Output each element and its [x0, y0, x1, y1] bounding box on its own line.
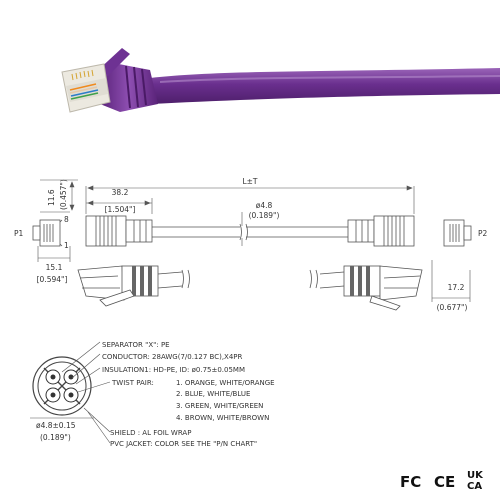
- callout-leaders: [61, 341, 111, 444]
- separator-spec: SEPARATOR "X": PE: [102, 341, 170, 349]
- dimension-lines: [37, 179, 471, 302]
- jacket-spec: PVC JACKET: COLOR SEE THE "P/N CHART": [110, 440, 257, 448]
- pair-3: 3. GREEN, WHITE/GREEN: [176, 402, 263, 410]
- fc-mark: FC: [400, 473, 421, 491]
- product-photo: [61, 48, 500, 113]
- plug-length-mm: 38.2: [112, 188, 129, 197]
- twist-pair-label: TWIST PAIR:: [111, 379, 154, 387]
- pin-1-label: 1: [64, 241, 69, 250]
- wire-pins: [69, 83, 99, 100]
- pair-1: 1. ORANGE, WHITE/ORANGE: [176, 379, 275, 387]
- top-view-drawing: [32, 215, 472, 247]
- shield-spec: SHIELD : AL FOIL WRAP: [110, 429, 191, 437]
- cable-cross-section: [30, 356, 94, 419]
- certification-marks: FC CE UK CA: [400, 470, 484, 492]
- gold-contacts: [71, 69, 94, 81]
- cable-dia-mm: ø4.8: [256, 201, 273, 210]
- ce-mark: CE: [434, 473, 455, 491]
- section-diameter-mm: ø4.8±0.15: [36, 421, 76, 430]
- length-label: L±T: [242, 177, 257, 186]
- ukca-mark-bottom: CA: [467, 481, 482, 492]
- plug-height-in: (0.457"): [59, 179, 68, 210]
- ukca-mark-top: UK: [467, 470, 484, 481]
- plug-width-in: [0.594"]: [37, 275, 68, 284]
- pair-2: 2. BLUE, WHITE/BLUE: [176, 390, 250, 398]
- pair-4: 4. BROWN, WHITE/BROWN: [176, 414, 269, 422]
- left-plug-contacts: [43, 224, 54, 242]
- boot-ribs: [125, 65, 147, 109]
- break-mark-left: [239, 223, 248, 241]
- right-plug-head: [443, 219, 465, 247]
- right-boot: [347, 219, 375, 243]
- right-plug-body: [373, 215, 415, 247]
- plug-length-in: [1.504"]: [105, 205, 136, 214]
- insulation-spec: INSULATION1: HD-PE, ID: ø0.75±0.05MM: [102, 366, 245, 374]
- left-plug-ribs: [95, 216, 117, 246]
- left-boot-ribs: [133, 220, 147, 242]
- cable-shine: [159, 75, 500, 83]
- section-diameter-in: (0.189"): [40, 433, 71, 442]
- left-plug-body: [85, 215, 127, 247]
- pin-8-label: 8: [64, 215, 69, 224]
- cable-body: [150, 68, 500, 104]
- p1-label: P1: [14, 229, 24, 238]
- side-width-in: (0.677"): [437, 303, 468, 312]
- side-view-drawing: [77, 265, 423, 311]
- p2-label: P2: [478, 229, 488, 238]
- cable-dia-in: (0.189"): [249, 211, 280, 220]
- plug-height-mm: 11.6: [47, 189, 56, 206]
- side-width-mm: 17.2: [448, 283, 465, 292]
- plug-width-mm: 15.1: [46, 263, 63, 272]
- conductor-pairs: [45, 369, 79, 403]
- conductor-spec: CONDUCTOR: 28AWG(7/0.127 BC),X4PR: [102, 353, 243, 361]
